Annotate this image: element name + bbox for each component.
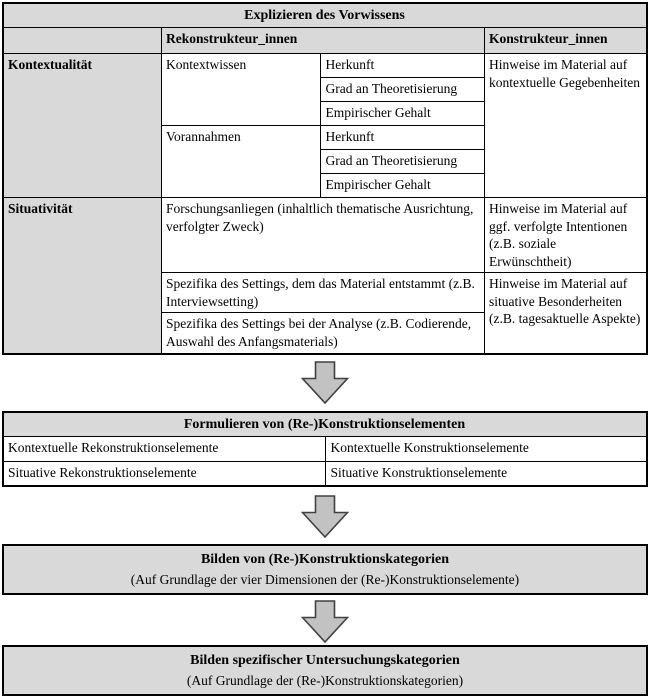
cell-spezifika-settings-analyse: Spezifika des Settings bei der Analyse (… — [160, 312, 485, 355]
cell-hint-situative-besonderheiten: Hinweise im Material auf situative Beson… — [483, 272, 648, 355]
box4-title: Bilden spezifischer Untersuchungskategor… — [190, 653, 460, 669]
cell-kontextwissen: Kontextwissen — [160, 53, 322, 127]
column-header-rekonstrukteure: Rekonstrukteur_innen — [160, 27, 485, 55]
cell-kontextwissen-herkunft: Herkunft — [320, 53, 485, 79]
cell-kontextuelle-rekonstruktionselemente: Kontextuelle Rekonstruktionselemente — [2, 435, 327, 462]
box3-title: Bilden von (Re-)Konstruktionskategorien — [200, 552, 450, 568]
box4-subtitle: (Auf Grundlage der (Re-)Konstruktionskat… — [186, 673, 464, 689]
cell-forschungsanliegen: Forschungsanliegen (inhaltlich thematisc… — [160, 197, 485, 274]
cell-spezifika-settings-material: Spezifika des Settings, dem das Material… — [160, 272, 485, 314]
down-arrow-icon — [301, 495, 349, 539]
cell-hint-kontextuelle-gegebenheiten: Hinweise im Material auf kontextuelle Ge… — [483, 53, 648, 199]
cell-vorannahmen-empirischer-gehalt: Empirischer Gehalt — [320, 173, 485, 199]
cell-kontextwissen-empirischer-gehalt: Empirischer Gehalt — [320, 101, 485, 127]
row-header-kontextualitaet: Kontextualität — [2, 53, 162, 199]
cell-hint-verfolgte-intentionen: Hinweise im Material auf ggf. verfolgte … — [483, 197, 648, 274]
konstruktionskategorien-box: Bilden von (Re-)Konstruktionskategorien … — [2, 544, 648, 596]
cell-vorannahmen-theoretisierung: Grad an Theoretisierung — [320, 149, 485, 175]
cell-situative-rekonstruktionselemente: Situative Rekonstruktionselemente — [2, 460, 327, 487]
table1-title: Explizieren des Vorwissens — [2, 2, 648, 29]
cell-situative-konstruktionselemente: Situative Konstruktionselemente — [325, 460, 648, 487]
row-header-situativitaet: Situativität — [2, 197, 162, 355]
cell-kontextuelle-konstruktionselemente: Kontextuelle Konstruktionselemente — [325, 435, 648, 462]
cell-vorannahmen: Vorannahmen — [160, 125, 322, 199]
untersuchungskategorien-box: Bilden spezifischer Untersuchungskategor… — [2, 645, 648, 697]
down-arrow-icon — [301, 360, 349, 404]
down-arrow-icon — [301, 600, 349, 644]
table1-empty-corner-cell — [2, 27, 162, 55]
box3-subtitle: (Auf Grundlage der vier Dimensionen der … — [130, 572, 520, 588]
vorwissen-table: Explizieren des Vorwissens Rekonstrukteu… — [2, 2, 648, 355]
konstruktionselemente-table: Formulieren von (Re-)Konstruktionselemen… — [2, 410, 648, 488]
cell-vorannahmen-herkunft: Herkunft — [320, 125, 485, 151]
table2-title: Formulieren von (Re-)Konstruktionselemen… — [2, 411, 648, 437]
cell-kontextwissen-theoretisierung: Grad an Theoretisierung — [320, 77, 485, 103]
column-header-konstrukteure: Konstrukteur_innen — [483, 27, 648, 55]
